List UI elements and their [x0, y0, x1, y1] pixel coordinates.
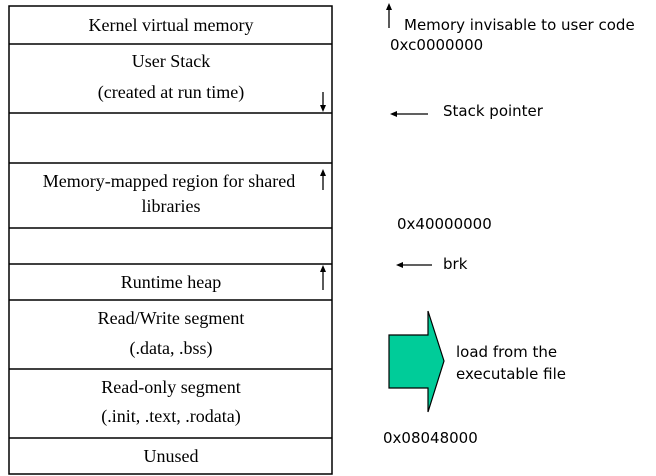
heap-growth-arrow-icon	[320, 265, 326, 290]
segment-kernel-label: Kernel virtual memory	[89, 15, 254, 35]
address-text-base: 0x08048000	[383, 429, 478, 447]
segment-unused-label: Unused	[144, 446, 199, 466]
memory-column-outline	[8, 5, 333, 475]
segment-user-stack-label: User Stack	[132, 51, 210, 71]
load-note-line1: load from the	[456, 343, 557, 361]
mmap-growth-arrow-icon	[320, 169, 326, 190]
brk-label: brk	[443, 255, 468, 273]
brk-arrow-icon	[396, 262, 432, 268]
stack-pointer-arrow-icon	[390, 111, 428, 117]
load-arrow-icon	[388, 310, 445, 413]
segment-ro-label: Read-only segment	[101, 377, 240, 397]
address-kernel-base: 0xc0000000	[390, 36, 483, 54]
segment-user-stack-sublabel: (created at run time)	[98, 82, 244, 103]
load-note-line2: executable file	[456, 365, 566, 383]
segment-ro-sublabel: (.init, .text, .rodata)	[101, 406, 240, 427]
segment-heap-label: Runtime heap	[121, 272, 221, 292]
segment-mmap-sublabel: libraries	[142, 196, 201, 216]
stack-growth-arrow-icon	[320, 92, 326, 112]
kernel-up-arrow-icon	[386, 3, 392, 28]
address-mmap-base: 0x40000000	[397, 215, 492, 233]
memory-column	[8, 5, 333, 475]
segment-mmap-label: Memory-mapped region for shared	[43, 171, 295, 191]
kernel-invisible-note: Memory invisable to user code	[404, 16, 635, 34]
segment-rw-sublabel: (.data, .bss)	[130, 338, 213, 359]
segment-rw-label: Read/Write segment	[98, 308, 245, 328]
stack-pointer-label: Stack pointer	[443, 102, 544, 120]
